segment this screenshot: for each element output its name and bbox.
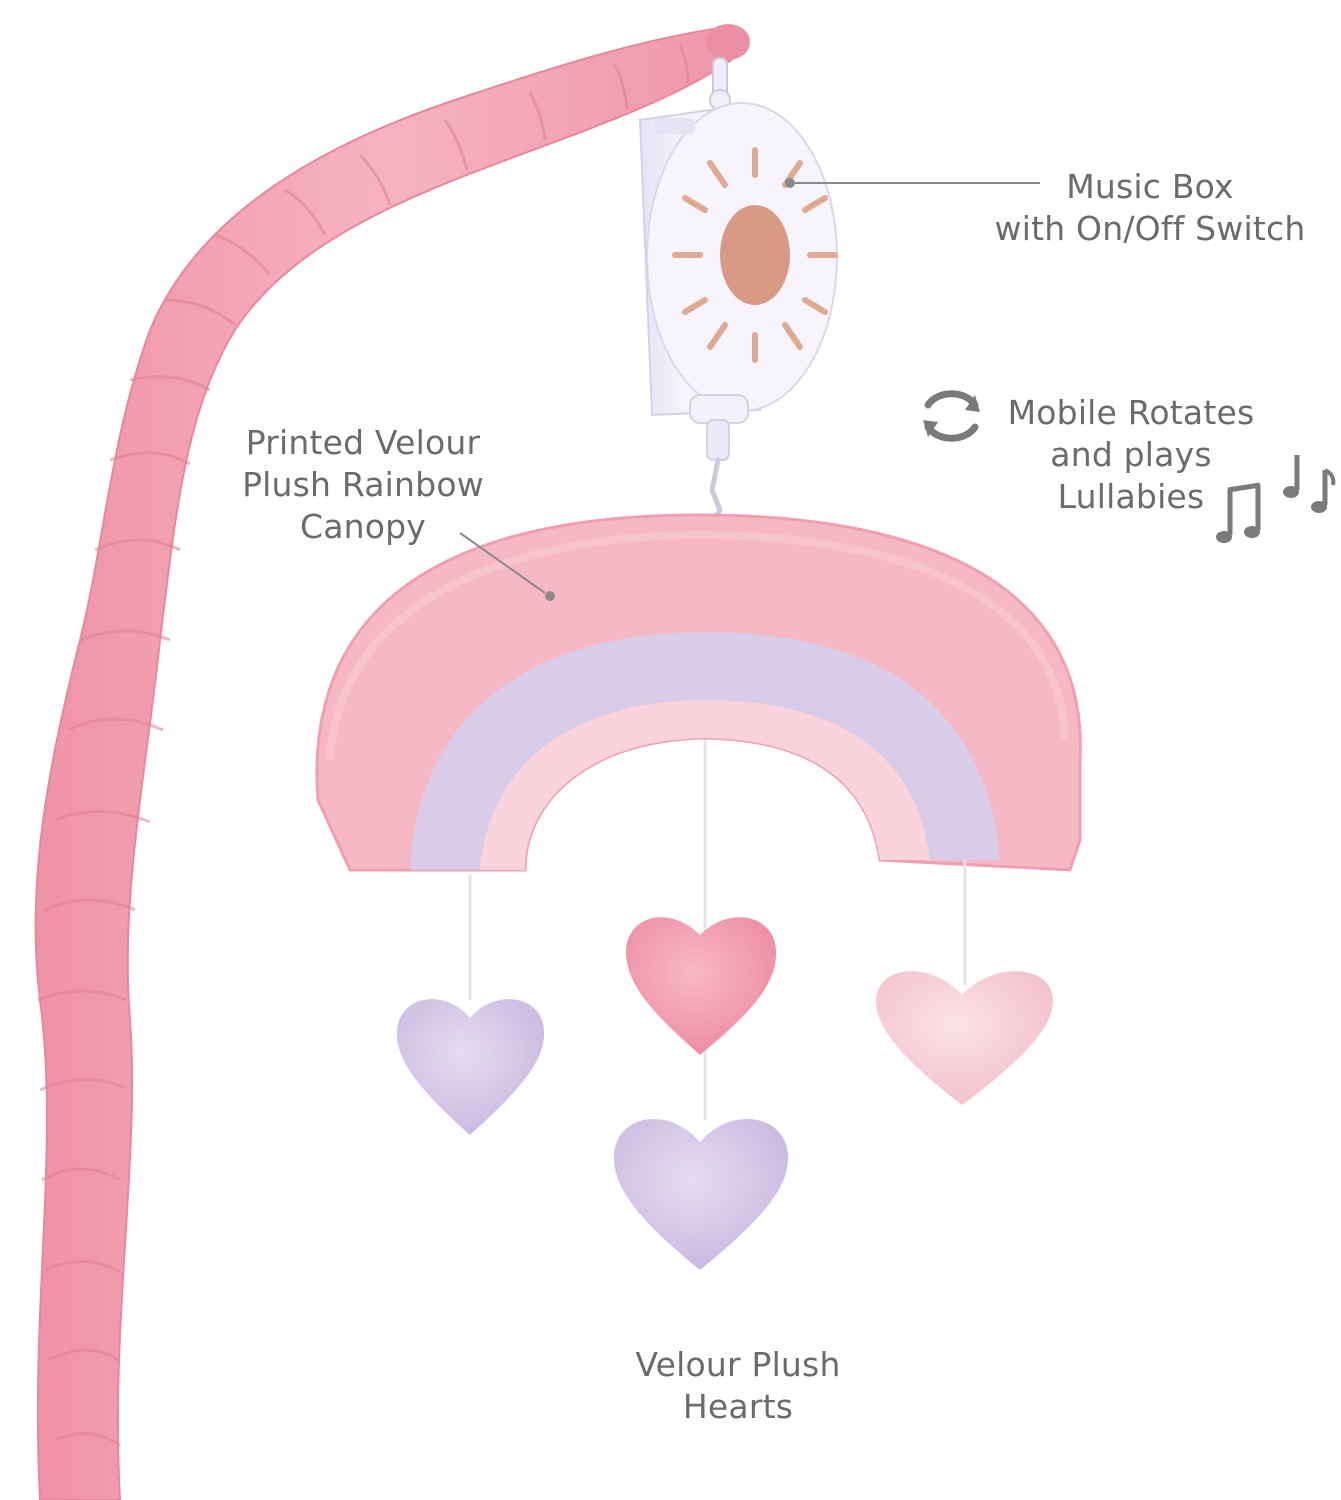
mobile-hook	[709, 57, 731, 111]
plush-hearts-label: Velour Plush Hearts	[610, 1344, 866, 1428]
mobile-arm	[34, 24, 750, 1500]
heart-pink-center	[625, 917, 777, 1055]
sun-icon	[672, 147, 838, 363]
mobile-rotates-label-line-2: and plays	[1050, 435, 1212, 474]
heart-lavender-bottom	[613, 1118, 789, 1270]
plush-hearts-label-line-1: Velour Plush	[635, 1345, 841, 1384]
plush-hearts-label-line-2: Hearts	[682, 1387, 794, 1426]
rainbow-canopy-label-line-2: Plush Rainbow	[242, 465, 484, 504]
mobile-strings	[468, 740, 967, 1120]
music-box	[638, 102, 838, 523]
heart-lavender-left	[396, 999, 545, 1135]
music-box-label-line-2: with On/Off Switch	[994, 209, 1306, 248]
heart-light-pink-right	[875, 971, 1054, 1105]
music-box-label-line-1: Music Box	[1066, 167, 1234, 206]
mobile-rotates-label-line-3: Lullabies	[1057, 477, 1205, 516]
rainbow-canopy-label: Printed Velour Plush Rainbow Canopy	[232, 422, 494, 548]
music-notes-icon	[1216, 455, 1336, 543]
rotate-arrows-icon	[923, 390, 980, 442]
pointer-lines	[459, 178, 1040, 601]
rainbow-canopy-label-line-1: Printed Velour	[245, 423, 481, 462]
mobile-rotates-label-line-1: Mobile Rotates	[1007, 393, 1255, 432]
music-box-label: Music Box with On/Off Switch	[985, 166, 1315, 250]
mobile-rotates-label: Mobile Rotates and plays Lullabies	[1000, 392, 1262, 518]
rainbow-canopy-label-line-3: Canopy	[299, 507, 427, 546]
rainbow-canopy	[315, 513, 1082, 872]
